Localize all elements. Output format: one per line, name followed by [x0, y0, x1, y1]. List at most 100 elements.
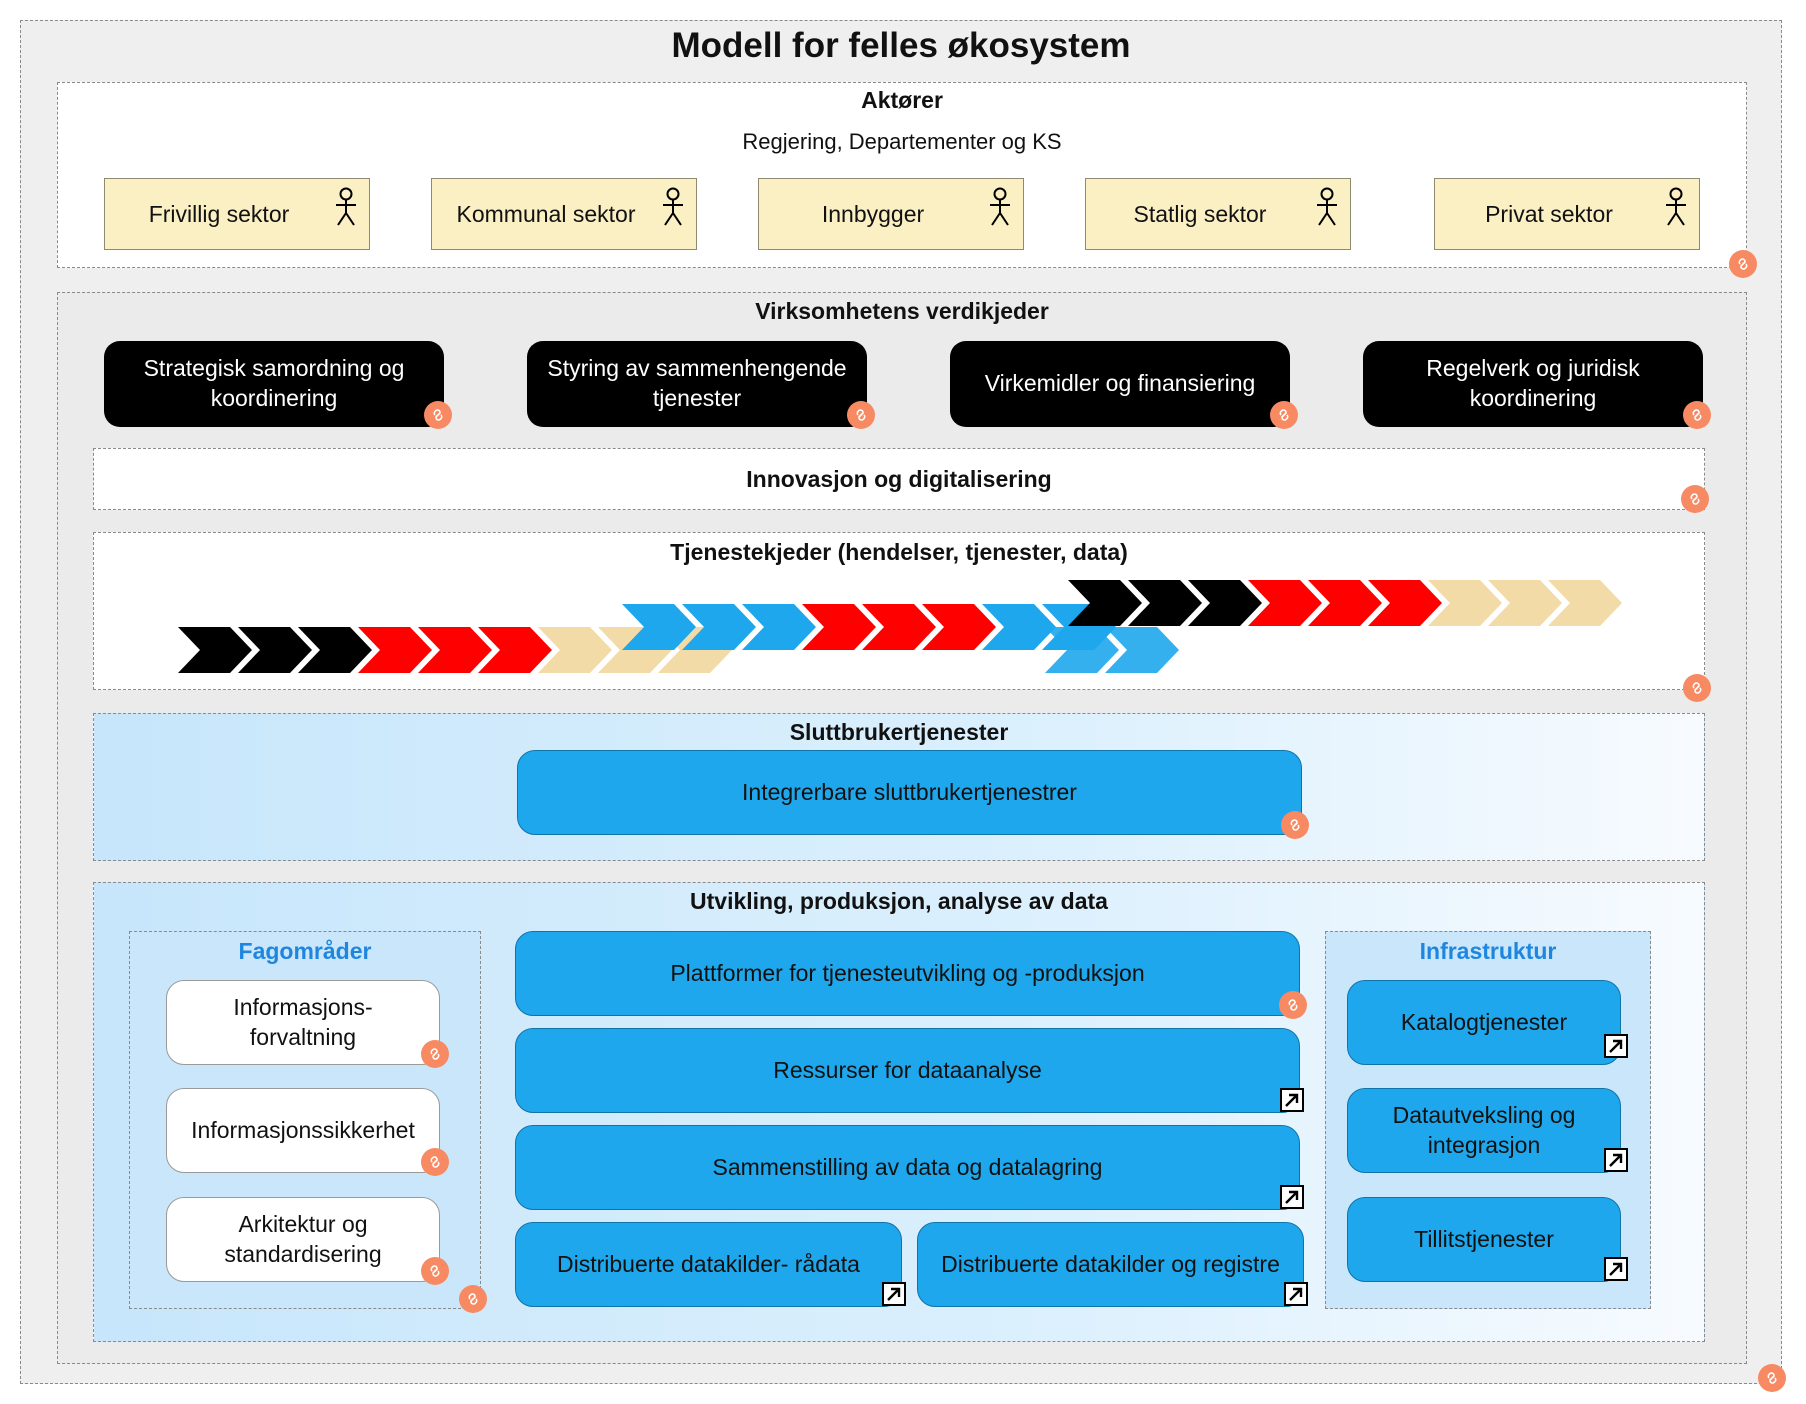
actor-box[interactable]: Kommunal sektor [431, 178, 697, 250]
external-link-icon[interactable] [1604, 1148, 1628, 1172]
value-chain-label: Regelverk og juridisk koordinering [1426, 355, 1640, 411]
actor-label: Innbygger [821, 200, 925, 227]
infrastructure-label: Datautveksling og integrasjon [1392, 1101, 1576, 1158]
end-user-service-box[interactable]: Integrerbare sluttbrukertjenestrer [517, 750, 1302, 835]
chevron [1428, 580, 1502, 626]
actors-group-title: Aktører [861, 86, 943, 113]
external-link-icon[interactable] [1284, 1282, 1308, 1306]
platform-label: Sammenstilling av data og datalagring [712, 1153, 1103, 1180]
external-link-icon[interactable] [1280, 1185, 1304, 1209]
chevron [622, 604, 696, 650]
link-icon[interactable] [424, 401, 452, 429]
platform-box[interactable]: Distribuerte datakilder- rådata [515, 1222, 902, 1307]
platform-box[interactable]: Distribuerte datakilder og registre [917, 1222, 1304, 1307]
infrastructure-box[interactable]: Tillitstjenester [1347, 1197, 1621, 1282]
fagomrade-box[interactable]: Arkitektur og standardisering [166, 1197, 440, 1282]
actor-label: Privat sektor [1485, 200, 1613, 227]
link-icon[interactable] [1683, 401, 1711, 429]
actor-label: Kommunal sektor [456, 200, 636, 227]
service-chains-title: Tjenestekjeder (hendelser, tjenester, da… [670, 538, 1128, 565]
innovation-label: Innovasjon og digitalisering [746, 465, 1052, 492]
link-icon[interactable] [1279, 991, 1307, 1019]
actor-box[interactable]: Statlig sektor [1085, 178, 1351, 250]
fagomrade-box[interactable]: Informasjonssikkerhet [166, 1088, 440, 1173]
link-icon[interactable] [1729, 250, 1757, 278]
platform-box[interactable]: Plattformer for tjenesteutvikling og -pr… [515, 931, 1300, 1016]
value-chains-title: Virksomhetens verdikjeder [755, 297, 1049, 324]
fagomrade-label: Informasjons- forvaltning [233, 993, 373, 1050]
chevron [478, 627, 552, 673]
actor-icon [990, 187, 1010, 226]
infrastructure-box[interactable]: Katalogtjenester [1347, 980, 1621, 1065]
actor-box[interactable]: Innbygger [758, 178, 1024, 250]
chevron [682, 604, 756, 650]
external-link-icon[interactable] [1604, 1034, 1628, 1058]
actor-label: Statlig sektor [1133, 200, 1267, 227]
chevron [1068, 580, 1142, 626]
infrastructure-label: Tillitstjenester [1414, 1225, 1554, 1252]
value-chain-box[interactable]: Regelverk og juridisk koordinering [1363, 341, 1703, 427]
platform-label: Plattformer for tjenesteutvikling og -pr… [670, 959, 1145, 986]
page-title: Modell for felles økosystem [671, 26, 1131, 65]
chevron [922, 604, 996, 650]
chevron [1248, 580, 1322, 626]
chevron [1105, 627, 1179, 673]
platform-box[interactable]: Ressurser for dataanalyse [515, 1028, 1300, 1113]
link-icon[interactable] [459, 1285, 487, 1313]
value-chain-box[interactable]: Styring av sammenhengende tjenester [527, 341, 867, 427]
link-icon[interactable] [421, 1148, 449, 1176]
chevron [418, 627, 492, 673]
link-icon[interactable] [1281, 811, 1309, 839]
link-icon[interactable] [1758, 1364, 1786, 1392]
external-link-icon[interactable] [1604, 1257, 1628, 1281]
chevron [238, 627, 312, 673]
actor-icon [336, 187, 356, 226]
chevron [1548, 580, 1622, 626]
development-title: Utvikling, produksjon, analyse av data [690, 887, 1108, 914]
external-link-icon[interactable] [1280, 1088, 1304, 1112]
infrastructure-box[interactable]: Datautveksling og integrasjon [1347, 1088, 1621, 1173]
link-icon[interactable] [847, 401, 875, 429]
actor-label: Frivillig sektor [148, 200, 290, 227]
chevron [1128, 580, 1202, 626]
chevron [1188, 580, 1262, 626]
chevron [298, 627, 372, 673]
value-chain-label: Strategisk samordning og koordinering [143, 355, 405, 411]
platform-label: Ressurser for dataanalyse [773, 1056, 1042, 1083]
value-chain-box[interactable]: Virkemidler og finansiering [950, 341, 1290, 427]
link-icon[interactable] [421, 1257, 449, 1285]
actor-icon [1317, 187, 1337, 226]
platform-label: Distribuerte datakilder- rådata [557, 1250, 860, 1277]
external-link-icon[interactable] [882, 1282, 906, 1306]
actors-group-subtitle: Regjering, Departementer og KS [742, 129, 1062, 154]
chevron [1368, 580, 1442, 626]
actor-box[interactable]: Privat sektor [1434, 178, 1700, 250]
link-icon[interactable] [1683, 674, 1711, 702]
fagomrade-label: Arkitektur og standardisering [224, 1210, 382, 1267]
end-user-service-label: Integrerbare sluttbrukertjenestrer [742, 778, 1077, 805]
platform-label: Distribuerte datakilder og registre [941, 1250, 1280, 1277]
link-icon[interactable] [421, 1040, 449, 1068]
value-chain-label: Virkemidler og finansiering [984, 370, 1256, 397]
link-icon[interactable] [1681, 485, 1709, 513]
chevron [742, 604, 816, 650]
chevron [802, 604, 876, 650]
chevron [358, 627, 432, 673]
chevron [982, 604, 1056, 650]
platform-box[interactable]: Sammenstilling av data og datalagring [515, 1125, 1300, 1210]
actor-icon [1666, 187, 1686, 226]
infrastructure-title: Infrastruktur [1419, 937, 1557, 964]
chevron [538, 627, 612, 673]
value-chain-box[interactable]: Strategisk samordning og koordinering [104, 341, 444, 427]
actor-box[interactable]: Frivillig sektor [104, 178, 370, 250]
fagomrade-box[interactable]: Informasjons- forvaltning [166, 980, 440, 1065]
chevron [1488, 580, 1562, 626]
actor-icon [663, 187, 683, 226]
chevron [862, 604, 936, 650]
fagomrade-label: Informasjonssikkerhet [191, 1116, 415, 1143]
innovation-box[interactable]: Innovasjon og digitalisering [93, 448, 1705, 510]
chevron [1308, 580, 1382, 626]
link-icon[interactable] [1270, 401, 1298, 429]
value-chain-label: Styring av sammenhengende tjenester [547, 355, 847, 411]
service-chain-chevrons [178, 580, 1622, 673]
